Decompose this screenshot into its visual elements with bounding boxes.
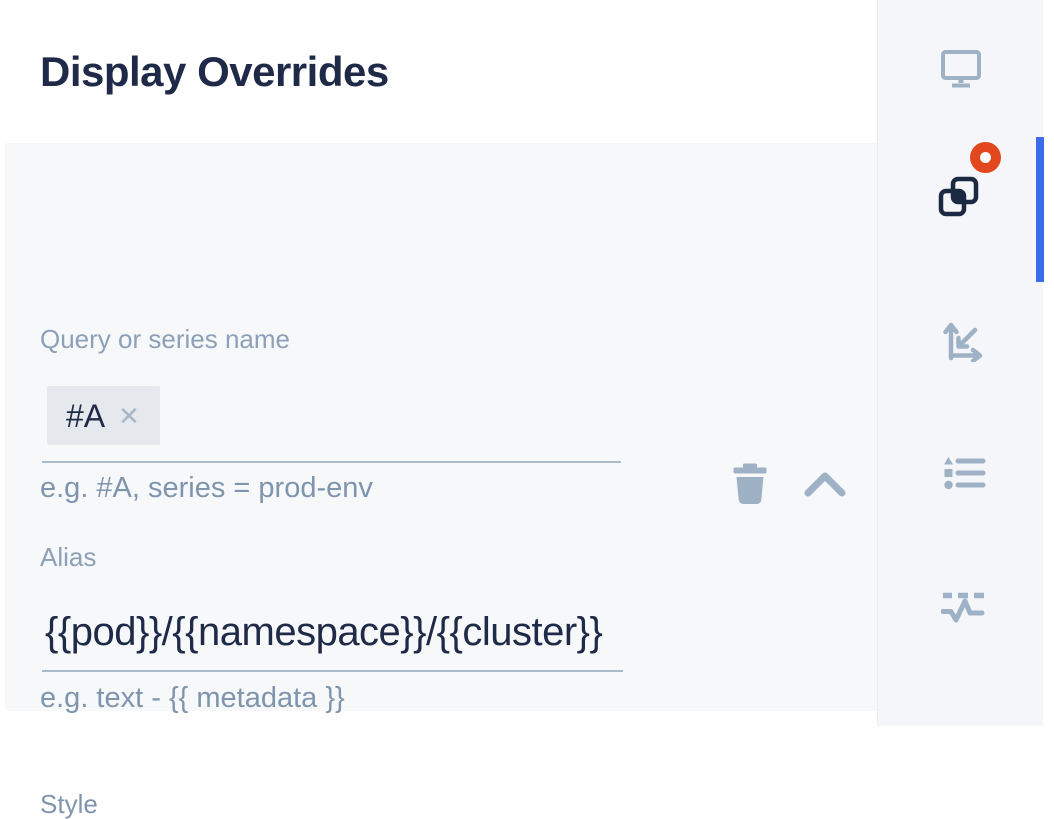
query-field-underline[interactable] <box>42 461 621 463</box>
sidebar-item-thresholds[interactable] <box>940 592 986 630</box>
query-series-name-label: Query or series name <box>40 324 290 354</box>
display-overrides-panel: Query or series name #A ✕ e.g. #A, serie… <box>5 143 877 817</box>
alias-field-helper: e.g. text - {{ metadata }} <box>40 682 345 714</box>
notification-badge <box>970 142 1001 173</box>
overlapping-squares-icon <box>938 176 979 220</box>
alias-label: Alias <box>40 542 97 572</box>
active-tab-indicator <box>1036 137 1044 282</box>
chevron-up-icon <box>803 470 847 501</box>
query-field-helper: e.g. #A, series = prod-env <box>40 472 373 504</box>
trash-icon <box>732 463 768 508</box>
sidebar-item-overrides[interactable] <box>938 176 979 220</box>
query-chip[interactable]: #A ✕ <box>47 386 160 445</box>
axes-arrows-icon <box>943 322 983 365</box>
alias-input[interactable] <box>43 605 627 659</box>
sidebar-item-display[interactable] <box>941 50 981 91</box>
sidebar-item-axes[interactable] <box>943 322 983 365</box>
settings-sidebar <box>877 0 1043 726</box>
bulleted-list-icon <box>943 456 986 493</box>
sidebar-item-legend[interactable] <box>943 456 986 493</box>
alias-field-underline[interactable] <box>42 670 623 672</box>
collapse-override-button[interactable] <box>803 470 847 501</box>
pulse-line-icon <box>940 592 986 630</box>
query-chip-label: #A <box>66 397 106 434</box>
style-section-label: Style <box>40 789 98 819</box>
delete-override-button[interactable] <box>732 463 768 508</box>
monitor-icon <box>941 50 981 91</box>
chip-remove-icon[interactable]: ✕ <box>118 400 140 431</box>
page-title: Display Overrides <box>40 48 389 95</box>
